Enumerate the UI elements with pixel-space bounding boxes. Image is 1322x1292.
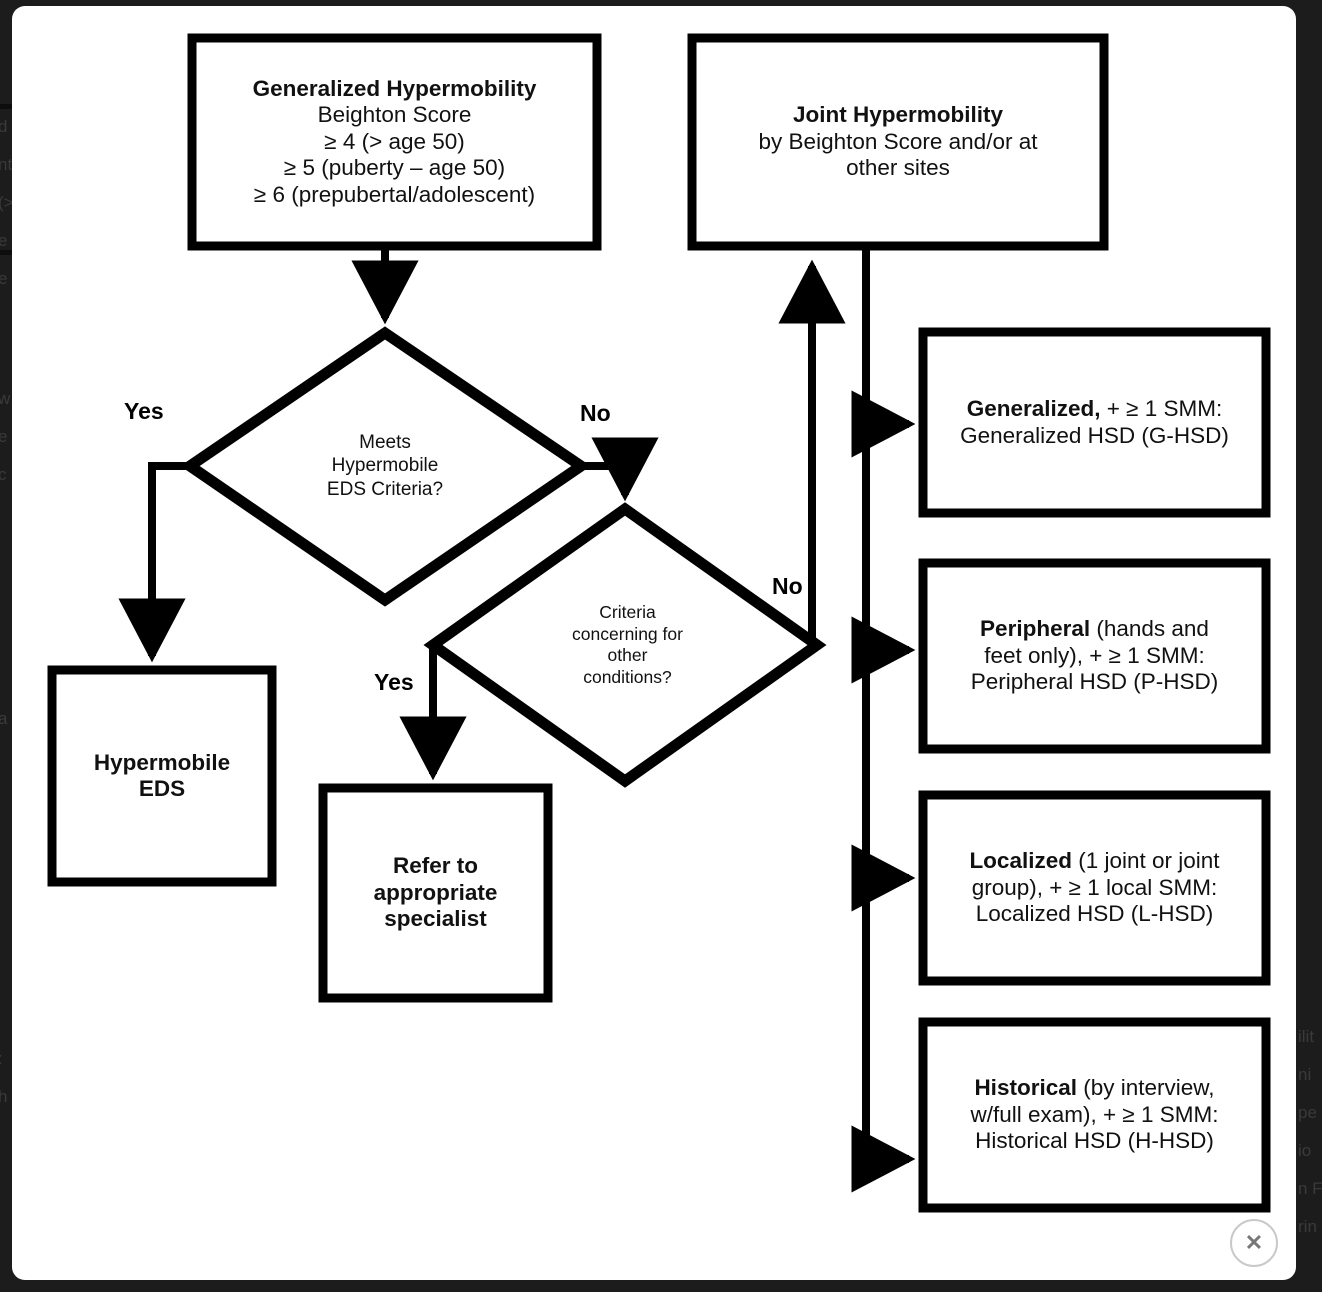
h-hsd-line-3: Historical HSD (H-HSD) xyxy=(975,1128,1214,1154)
decision-heds-line-2: Hypermobile xyxy=(331,455,439,477)
node-generalized-hypermobility-shape xyxy=(187,33,602,251)
heds-line-2: EDS xyxy=(138,776,186,801)
gh-line-3: ≥ 5 (puberty – age 50) xyxy=(283,155,506,181)
backdrop-fragment-left-3: a xyxy=(0,709,8,728)
node-refer-specialist: Refer to appropriate specialist xyxy=(323,788,548,998)
h-hsd-line-2: w/full exam), + ≥ 1 SMM: xyxy=(970,1101,1219,1127)
edge-other-no xyxy=(778,259,846,649)
refer-line-1: Refer to xyxy=(392,853,478,879)
node-refer-specialist-shape xyxy=(318,783,553,1003)
gh-line-4: ≥ 6 (prepubertal/adolescent) xyxy=(253,181,536,207)
close-button[interactable]: ✕ xyxy=(1230,1219,1278,1267)
figure-modal: Generalized Hypermobility Beighton Score… xyxy=(12,6,1296,1280)
backdrop-fragment-left-2: w e c xyxy=(0,389,11,484)
node-joint-hypermobility: Joint Hypermobility by Beighton Score an… xyxy=(692,38,1104,246)
jh-heading: Joint Hypermobility xyxy=(792,102,1004,128)
jh-line-1: by Beighton Score and/or at xyxy=(758,128,1038,154)
branch-label-no-other: No xyxy=(772,573,803,599)
p-hsd-rest: (hands and xyxy=(1090,616,1209,642)
g-hsd-bold: Generalized, xyxy=(966,396,1101,421)
decision-other: Criteria concerning for other conditions… xyxy=(520,579,735,711)
p-hsd-line-3: Peripheral HSD (P-HSD) xyxy=(970,669,1219,695)
g-hsd-line-2: Generalized HSD (G-HSD) xyxy=(960,422,1229,448)
node-h-hsd-shape xyxy=(918,1017,1271,1213)
node-hypermobile-eds-shape xyxy=(47,665,277,887)
decision-heds-line-1: Meets xyxy=(359,431,411,453)
branch-label-yes-other: Yes xyxy=(374,669,414,695)
edge-heds-yes xyxy=(118,462,190,663)
decision-other-line-2: concerning for xyxy=(572,623,683,644)
branch-label-yes-heds: Yes xyxy=(124,398,164,424)
gh-line-1: Beighton Score xyxy=(317,102,472,128)
gh-heading: Generalized Hypermobility xyxy=(252,75,537,101)
decision-other-shape xyxy=(423,502,827,788)
l-hsd-bold: Localized xyxy=(969,848,1072,874)
backdrop-fragment-right: ilit ni pe io n F rin xyxy=(1298,1027,1322,1236)
refer-line-3: specialist xyxy=(384,906,487,932)
decision-heds-shape xyxy=(180,326,591,607)
edge-heds-no xyxy=(581,437,659,502)
node-joint-hypermobility-shape xyxy=(687,33,1109,251)
flowchart-figure: Generalized Hypermobility Beighton Score… xyxy=(12,6,1296,1280)
l-hsd-rest: (1 joint or joint xyxy=(1071,848,1220,874)
p-hsd-line-2: feet only), + ≥ 1 SMM: xyxy=(984,642,1205,668)
node-generalized-hypermobility: Generalized Hypermobility Beighton Score… xyxy=(192,38,597,246)
decision-heds-line-3: EDS Criteria? xyxy=(326,478,444,500)
p-hsd-bold: Peripheral xyxy=(980,616,1091,642)
g-hsd-rest: + ≥ 1 SMM: xyxy=(1100,396,1223,421)
jh-line-2: other sites xyxy=(846,155,950,181)
decision-other-line-1: Criteria xyxy=(599,602,656,622)
l-hsd-line-2: group), + ≥ 1 local SMM: xyxy=(971,874,1218,900)
refer-line-2: appropriate xyxy=(373,879,498,905)
decision-other-line-4: conditions? xyxy=(583,666,672,687)
decision-other-line-3: other xyxy=(607,645,648,665)
node-hypermobile-eds: Hypermobile EDS xyxy=(52,670,272,882)
h-hsd-bold: Historical xyxy=(974,1075,1077,1101)
node-p-hsd-shape xyxy=(918,558,1271,754)
node-g-hsd: Generalized, + ≥ 1 SMM: Generalized HSD … xyxy=(923,332,1266,513)
node-h-hsd: Historical (by interview, w/full exam), … xyxy=(923,1022,1266,1208)
branch-label-no-heds: No xyxy=(580,400,611,426)
heds-line-1: Hypermobile xyxy=(93,749,231,775)
node-l-hsd-shape xyxy=(918,790,1271,986)
flowchart-vector-layer xyxy=(47,33,1271,1213)
close-icon: ✕ xyxy=(1244,1230,1264,1255)
node-p-hsd: Peripheral (hands and feet only), + ≥ 1 … xyxy=(923,563,1266,749)
node-g-hsd-shape xyxy=(918,327,1271,518)
node-l-hsd: Localized (1 joint or joint group), + ≥ … xyxy=(923,795,1266,981)
backdrop-fragment-left-4: : h xyxy=(0,1049,8,1106)
gh-line-2: ≥ 4 (> age 50) xyxy=(324,128,465,154)
l-hsd-line-3: Localized HSD (L-HSD) xyxy=(975,901,1214,927)
h-hsd-rest: (by interview, xyxy=(1076,1075,1215,1101)
decision-heds: Meets Hypermobile EDS Criteria? xyxy=(265,406,505,526)
